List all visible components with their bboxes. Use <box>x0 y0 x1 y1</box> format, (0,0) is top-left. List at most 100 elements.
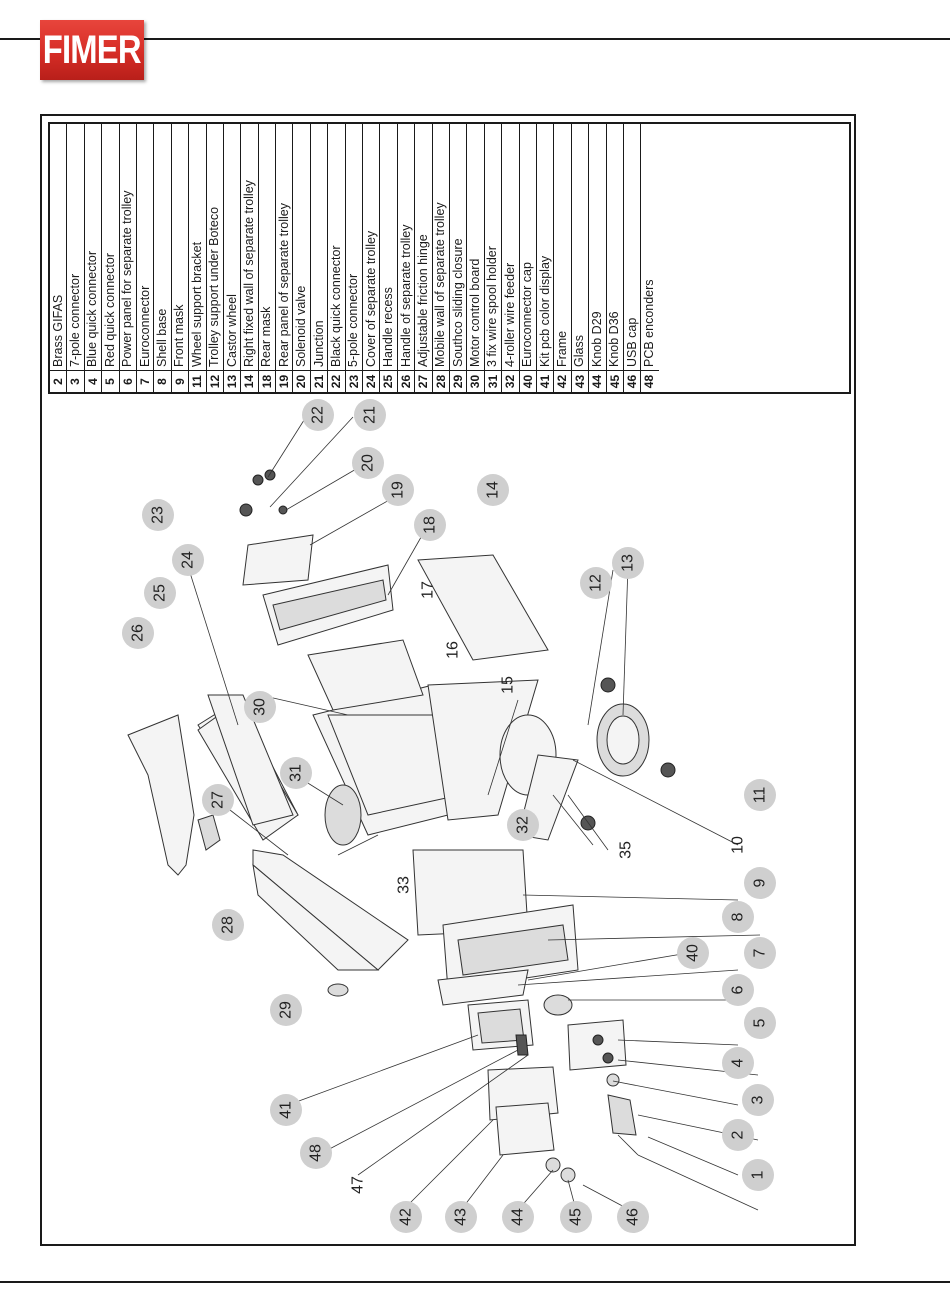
callout-bubble <box>744 937 776 969</box>
part-description: Cover of separate trolley <box>363 230 378 367</box>
callout-21: 21 <box>354 399 386 431</box>
callout-label: 29 <box>278 1001 295 1019</box>
callout-bubble <box>300 1137 332 1169</box>
callout-label: 35 <box>618 841 635 859</box>
callout-bubble <box>354 399 386 431</box>
part-description: PCB enconders <box>642 279 657 367</box>
callout-bubble <box>742 1084 774 1116</box>
callout-bubble <box>722 901 754 933</box>
callout-bubble <box>617 1201 649 1233</box>
part-description: Mobile wall of separate trolley <box>433 202 448 367</box>
part-number: 41 <box>536 370 554 392</box>
parts-table-row: 44 Knob D29 <box>589 124 607 392</box>
part-number: 19 <box>276 370 293 392</box>
part-description: Knob D36 <box>607 311 622 367</box>
part-number: 12 <box>206 370 223 392</box>
part-number: 48 <box>641 370 659 392</box>
callout-bubble <box>744 779 776 811</box>
part-number: 29 <box>449 370 467 392</box>
callout-19: 19 <box>382 474 414 506</box>
callout-29: 29 <box>270 994 302 1026</box>
callout-bubble <box>270 994 302 1026</box>
callout-label: 47 <box>350 1176 367 1194</box>
callout-5: 5 <box>744 1007 776 1039</box>
callout-label: 44 <box>510 1208 527 1226</box>
part-number: 40 <box>519 370 536 392</box>
part-description: Rear mask <box>259 306 274 367</box>
callout-label: 13 <box>620 554 637 572</box>
part-number: 27 <box>415 370 432 392</box>
part-number: 45 <box>606 370 623 392</box>
part-description: Solenoid valve <box>294 285 309 367</box>
callout-label: 40 <box>685 944 702 962</box>
callout-label: 7 <box>752 948 769 957</box>
callout-label: 11 <box>752 787 769 804</box>
callout-bubble <box>122 617 154 649</box>
exploded-diagram: 1234567891011121314151617181920212223242… <box>122 399 776 1233</box>
part-description: Southco sliding closure <box>450 238 465 367</box>
part-number: 26 <box>397 370 415 392</box>
callout-18: 18 <box>414 509 446 541</box>
parts-table-row: 12 Trolley support under Boteco <box>206 124 224 392</box>
callout-31: 31 <box>280 757 312 789</box>
callout-bubble <box>445 1201 477 1233</box>
part-number: 4 <box>84 370 102 392</box>
callout-25: 25 <box>144 577 176 609</box>
parts-table-row: 48 PCB enconders <box>641 124 659 392</box>
callout-label: 4 <box>730 1058 747 1067</box>
callout-41: 41 <box>270 1094 302 1126</box>
callout-label: 43 <box>453 1208 470 1226</box>
callout-bubble <box>202 784 234 816</box>
part-description: Adjustable friction hinge <box>415 234 430 367</box>
part-description: Trolley support under Boteco <box>207 206 222 367</box>
callout-4: 4 <box>722 1047 754 1079</box>
part-number: 9 <box>171 370 189 392</box>
part-description: Blue quick connector <box>85 250 100 367</box>
callout-bubble <box>612 547 644 579</box>
part-description: Glass <box>572 335 587 367</box>
callout-label: 30 <box>252 698 269 716</box>
callout-bubble <box>580 567 612 599</box>
callout-label: 21 <box>362 406 379 424</box>
callout-17: 17 <box>420 581 437 599</box>
callout-label: 32 <box>515 816 532 834</box>
page-frame <box>40 114 856 1246</box>
part-number: 44 <box>589 370 606 392</box>
part-shapes <box>127 469 676 1183</box>
callouts: 1234567891011121314151617181920212223242… <box>122 399 776 1233</box>
callout-label: 12 <box>588 574 605 592</box>
callout-28: 28 <box>212 909 244 941</box>
callout-bubble <box>677 937 709 969</box>
callout-label: 17 <box>420 581 437 599</box>
callout-bubble <box>280 757 312 789</box>
parts-table-row: 4 Blue quick connector <box>84 124 103 392</box>
callout-27: 27 <box>202 784 234 816</box>
part-description: Frame <box>555 330 570 367</box>
callout-bubble <box>502 1201 534 1233</box>
callout-12: 12 <box>580 567 612 599</box>
callout-35: 35 <box>618 841 635 859</box>
callout-label: 24 <box>180 551 197 569</box>
callout-10: 10 <box>730 836 747 854</box>
callout-label: 14 <box>485 481 502 499</box>
part-description: Knob D29 <box>589 311 604 367</box>
header-rule <box>0 38 950 40</box>
part-description: Power panel for separate trolley <box>120 190 135 367</box>
callout-label: 28 <box>220 916 237 934</box>
callout-22: 22 <box>302 399 334 431</box>
callout-3: 3 <box>742 1084 774 1116</box>
